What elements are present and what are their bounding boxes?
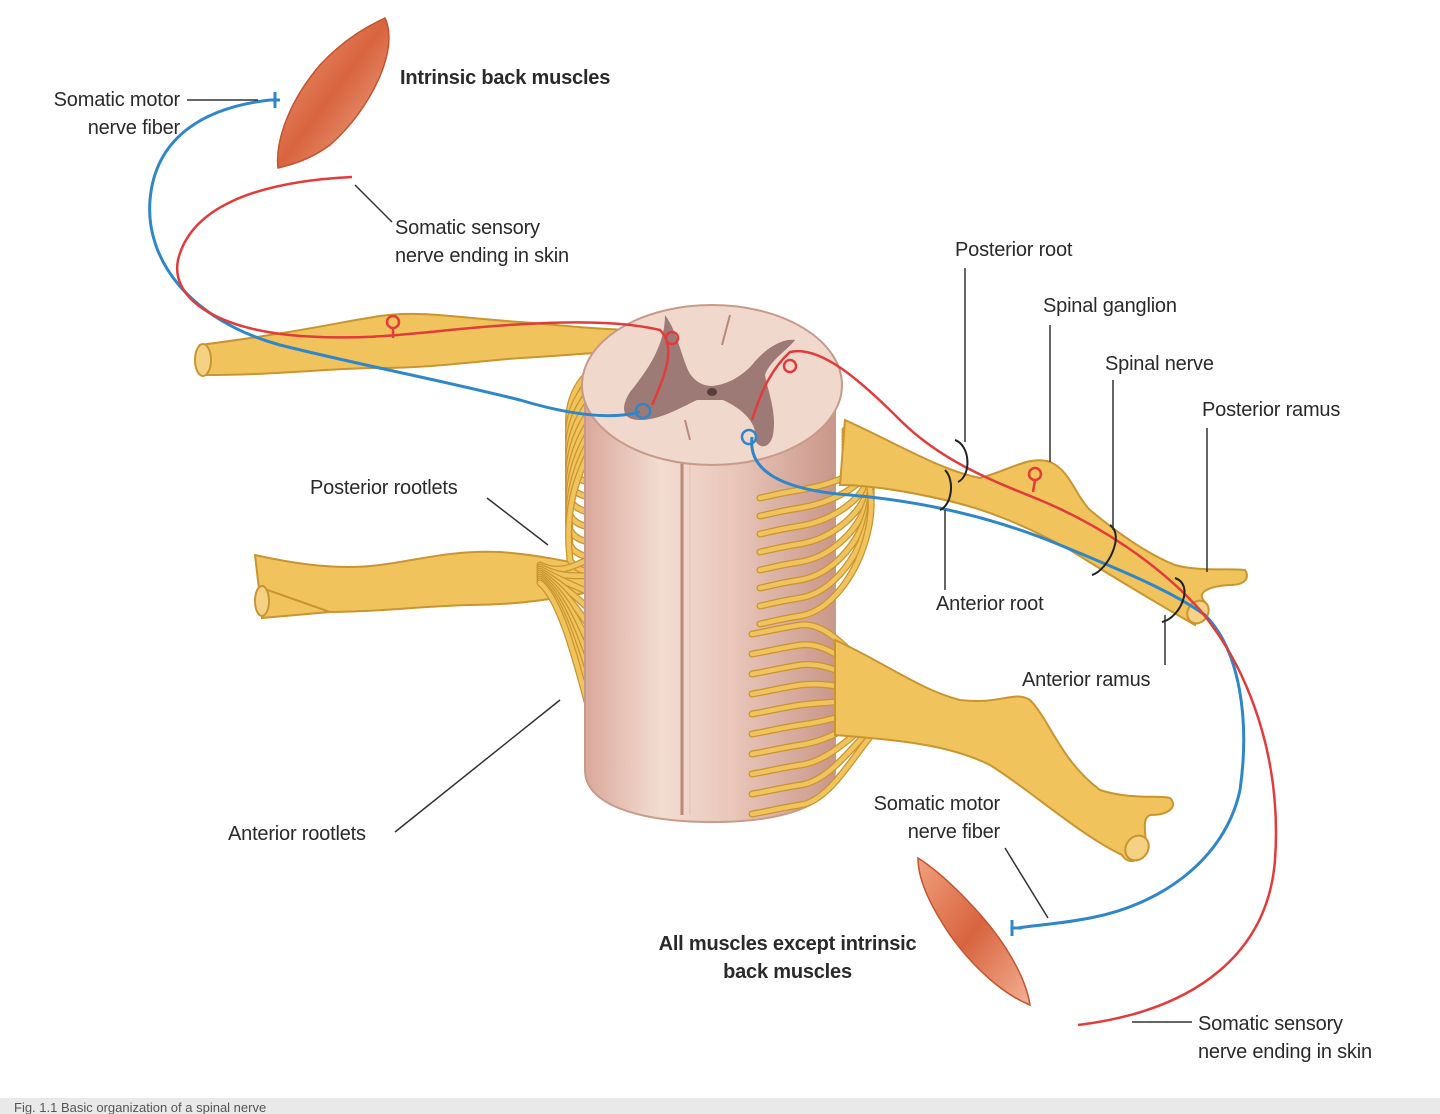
top-sensory-fiber	[175, 175, 670, 406]
grey-matter	[624, 315, 795, 447]
neuron-markers	[385, 314, 1043, 493]
right-anterior-nerve	[834, 638, 1175, 862]
bottom-sensory-fiber	[750, 349, 1278, 1027]
label-somatic-motor-bottom: Somatic motor nerve fiber	[873, 793, 1001, 843]
top-motor-ending	[270, 92, 280, 108]
label-somatic-sensory-bottom: Somatic sensory nerve ending in skin	[1198, 1013, 1372, 1063]
bottom-motor-ending	[1010, 920, 1022, 936]
label-somatic-motor-top: Somatic motor nerve fiber	[53, 89, 181, 139]
figure-caption-bar: Fig. 1.1 Basic organization of a spinal …	[0, 1098, 1440, 1114]
spinal-cord	[581, 304, 843, 824]
top-motor-fiber	[148, 98, 641, 418]
label-posterior-root: Posterior root	[955, 239, 1073, 261]
label-all-muscles: All muscles except intrinsic back muscle…	[658, 933, 917, 983]
leader-lines	[187, 99, 1208, 1023]
limb-muscle	[917, 856, 1031, 1007]
figure-caption: Fig. 1.1 Basic organization of a spinal …	[14, 1100, 267, 1114]
label-spinal-nerve: Spinal nerve	[1105, 353, 1214, 375]
label-somatic-sensory-top: Somatic sensory nerve ending in skin	[395, 217, 569, 267]
label-spinal-ganglion: Spinal ganglion	[1043, 295, 1177, 317]
intrinsic-back-muscle	[276, 17, 390, 169]
label-posterior-rootlets: Posterior rootlets	[310, 477, 458, 499]
left-anterior-nerve	[253, 550, 601, 620]
label-posterior-ramus: Posterior ramus	[1202, 399, 1341, 421]
label-anterior-rootlets: Anterior rootlets	[228, 823, 366, 845]
label-anterior-root: Anterior root	[936, 593, 1044, 615]
label-intrinsic-back-muscles: Intrinsic back muscles	[400, 67, 611, 89]
label-anterior-ramus: Anterior ramus	[1022, 669, 1151, 691]
